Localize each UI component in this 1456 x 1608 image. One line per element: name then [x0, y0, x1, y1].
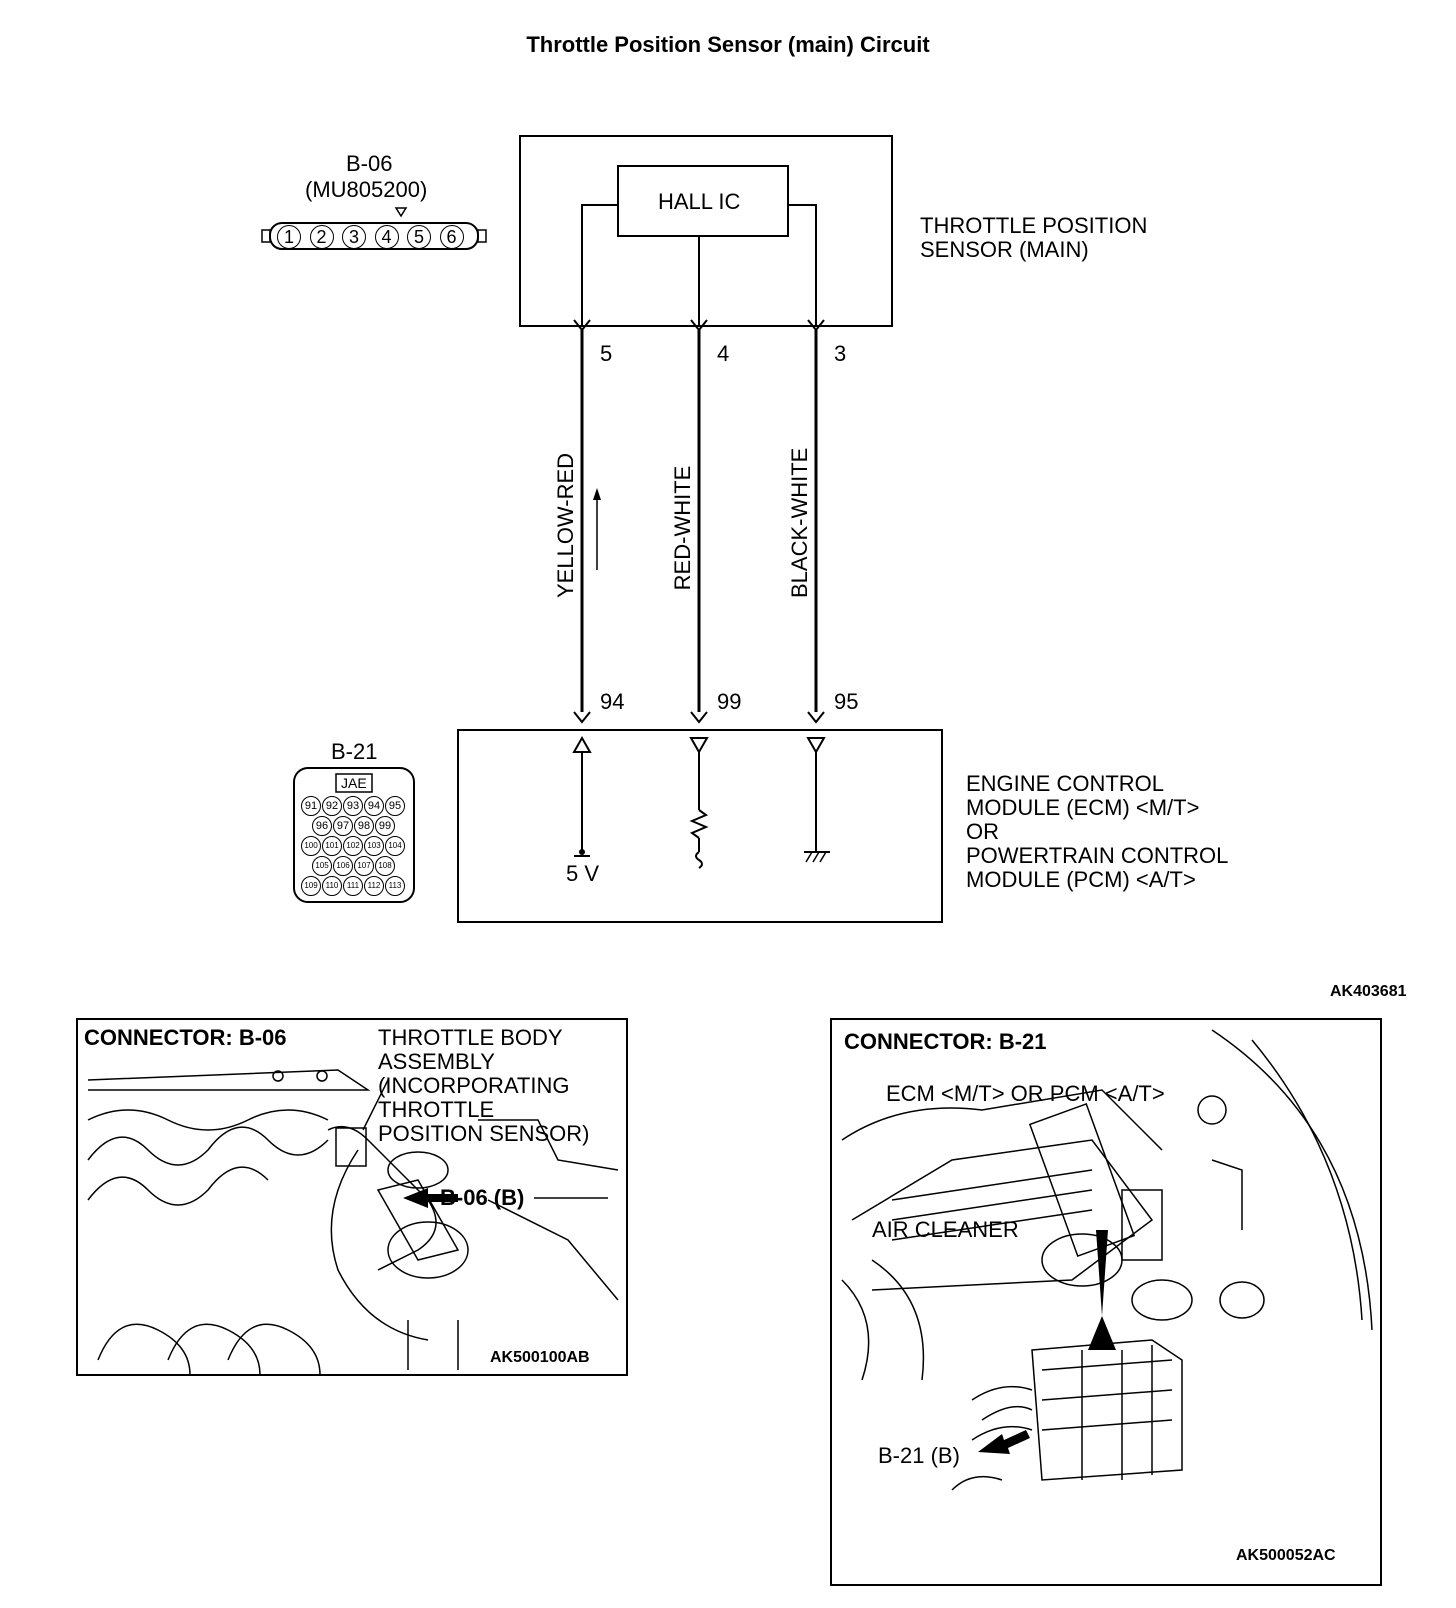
callout-line: THROTTLE — [378, 1097, 495, 1122]
connector-b06-pin: 3 — [342, 225, 366, 249]
internal-wire-5 — [581, 204, 618, 326]
ecm-name-line: ENGINE CONTROL — [966, 771, 1165, 796]
hall-ic-label: HALL IC — [658, 189, 741, 214]
connector-b06-pin: 4 — [374, 225, 399, 249]
connector-b21-pin: 93 — [343, 796, 363, 816]
connector-b21-pin: 101 — [322, 836, 342, 856]
connector-b06-pin: 1 — [277, 225, 301, 249]
connector-b21-pin: 97 — [333, 816, 353, 836]
connector-b21-pin: 108 — [375, 856, 395, 876]
connector-b21-pin: 102 — [343, 836, 363, 856]
ecm-pin-label: 94 — [600, 689, 625, 714]
connector-b21-pin: 113 — [385, 876, 405, 896]
chevron-icon — [807, 711, 825, 724]
connector-b21-location-panel: CONNECTOR: B-21 ECM <M/T> OR PCM <A/T> A… — [830, 1018, 1382, 1586]
sensor-name-line1: THROTTLE POSITION — [920, 213, 1148, 238]
ecm-box — [457, 729, 943, 923]
callout-line: ASSEMBLY — [378, 1049, 495, 1074]
sensor-box — [519, 135, 893, 327]
connector-b21-pin: 109 — [301, 876, 321, 896]
pointer-label: B-21 (B) — [878, 1443, 960, 1468]
triangle-up-icon — [572, 735, 592, 753]
connector-b21-pin: 104 — [385, 836, 405, 856]
pointer-arrow-icon — [978, 1430, 1030, 1454]
connector-b21-pin: 95 — [385, 796, 405, 816]
ecm-pin-label: 95 — [834, 689, 859, 714]
continuation-icon — [695, 851, 703, 869]
ecm-name-line: MODULE (ECM) <M/T> — [966, 795, 1200, 820]
ecm-name-line: MODULE (PCM) <A/T> — [966, 867, 1196, 892]
connector-b21-maker: JAE — [341, 775, 367, 791]
connector-b21-id: B-21 — [331, 739, 378, 764]
connector-b21-shell — [293, 767, 415, 903]
connector-b06-location-panel: CONNECTOR: B-06 THROTTLE BODY ASSEMBLY (… — [76, 1018, 628, 1376]
hall-ic-box — [617, 165, 789, 237]
connector-b06-part: (MU805200) — [305, 177, 428, 202]
connector-b21-pin: 98 — [354, 816, 374, 836]
wire-color-label: YELLOW-RED — [553, 452, 578, 598]
connector-b21-pin: 111 — [343, 876, 363, 896]
ecm-name-line: POWERTRAIN CONTROL — [966, 843, 1229, 868]
connector-b21-pin: 106 — [333, 856, 353, 876]
pointer-arrow-icon — [403, 1188, 458, 1208]
connector-b21-pin: 112 — [364, 876, 384, 896]
internal-wire-3 — [788, 204, 817, 326]
connector-b21-pin: 94 — [364, 796, 384, 816]
sensor-pin-label: 4 — [717, 341, 730, 366]
triangle-down-icon — [806, 737, 826, 755]
diagram-title: Throttle Position Sensor (main) Circuit — [526, 32, 930, 57]
connector-b21-pin: 105 — [312, 856, 332, 876]
supply-voltage-label: 5 V — [566, 861, 600, 886]
callout-line: (INCORPORATING — [378, 1073, 570, 1098]
panel-code: AK500052AC — [1236, 1547, 1336, 1564]
ecm-pin-label: 99 — [717, 689, 742, 714]
engine-bay-illustration — [841, 1029, 1373, 1491]
resistor-icon — [689, 809, 709, 839]
connector-b21-pin: 110 — [322, 876, 342, 896]
throttle-body-illustration — [87, 1069, 619, 1374]
wire-color-label: BLACK-WHITE — [787, 447, 812, 598]
callout-line: THROTTLE BODY — [378, 1025, 563, 1050]
ecm-name-line: OR — [966, 819, 999, 844]
sensor-pin-label: 5 — [600, 341, 613, 366]
callout-line: POSITION SENSOR) — [378, 1121, 590, 1146]
connector-b21-pin: 107 — [354, 856, 374, 876]
chevron-icon — [690, 711, 708, 724]
connector-b06-pin: 6 — [439, 225, 464, 249]
circuit-schematic — [261, 135, 943, 923]
connector-b21-pin: 103 — [364, 836, 384, 856]
panel-heading: CONNECTOR: B-21 — [844, 1029, 1047, 1054]
connector-b21-pin: 99 — [375, 816, 395, 836]
sensor-name-line2: SENSOR (MAIN) — [920, 237, 1089, 262]
panel-code: AK500100AB — [490, 1349, 590, 1366]
connector-b21-pin: 92 — [322, 796, 342, 816]
pin-marker-icon — [394, 207, 408, 218]
chevron-icon — [573, 711, 591, 724]
sensor-pin-label: 3 — [834, 341, 847, 366]
triangle-down-icon — [689, 737, 709, 755]
pointer-triangle-icon — [1088, 1316, 1116, 1350]
ecm-location-label: ECM <M/T> OR PCM <A/T> — [886, 1081, 1165, 1106]
connector-b06-pin: 5 — [407, 225, 431, 249]
connector-b06-id: B-06 — [346, 151, 393, 176]
wire-color-label: RED-WHITE — [670, 465, 695, 591]
connector-b21-pin: 91 — [301, 796, 321, 816]
connector-b06-pin: 2 — [309, 225, 334, 249]
pointer-label: B-06 (B) — [440, 1185, 525, 1210]
connector-b21-pin: 100 — [301, 836, 321, 856]
arrow-head-icon — [593, 488, 601, 500]
panel-heading: CONNECTOR: B-06 — [84, 1025, 287, 1050]
air-cleaner-label: AIR CLEANER — [872, 1217, 1019, 1242]
connector-b21-pin: 96 — [312, 816, 332, 836]
diagram-code: AK403681 — [1330, 983, 1407, 1000]
